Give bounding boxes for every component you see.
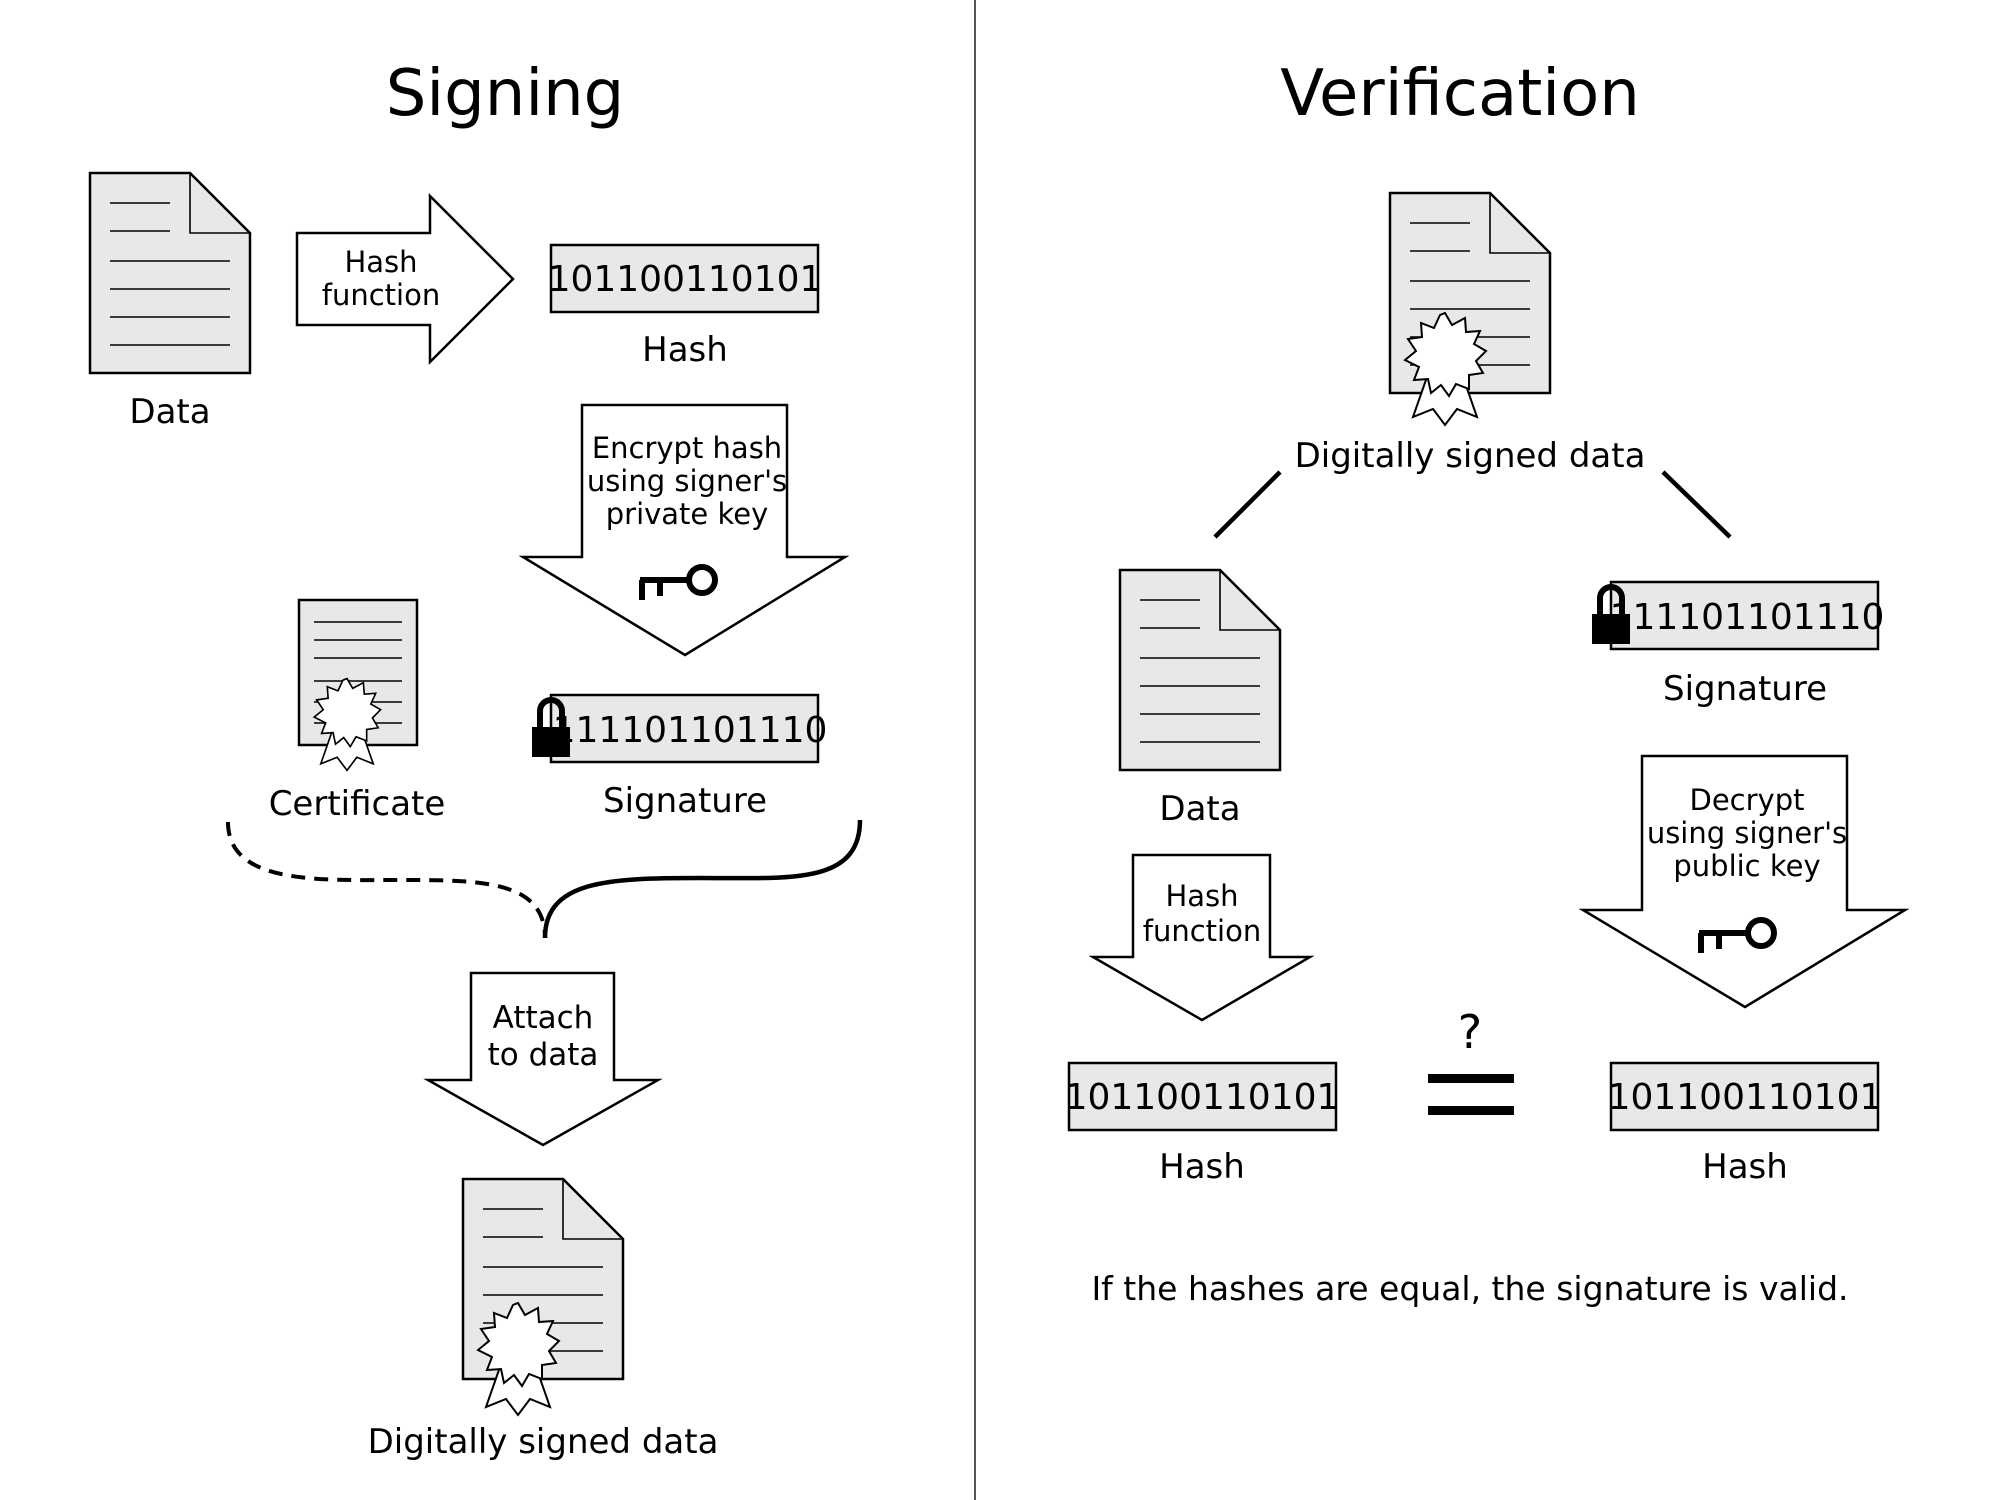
verification-title: Verification <box>1280 57 1640 131</box>
equals-sign-top-bar <box>1428 1074 1514 1083</box>
signature-label: Signature <box>603 781 767 821</box>
verification-hash-function-arrow: Hash function <box>1088 853 1315 1022</box>
verification-signature-label: Signature <box>1663 669 1827 709</box>
certificate-label: Certificate <box>269 784 446 824</box>
decrypted-hash-value: 101100110101 <box>1608 1077 1883 1118</box>
signed-data-document-icon <box>461 1177 625 1416</box>
verification-hash-arrow-line-1: Hash <box>1165 879 1238 913</box>
attach-arrow-line-1: Attach <box>493 1000 594 1036</box>
computed-hash-value: 101100110101 <box>1065 1077 1340 1118</box>
verification-signed-document-icon <box>1388 191 1552 426</box>
decrypt-arrow-line-1: Decrypt <box>1690 783 1805 817</box>
signing-section: Signing Data Hash function 101100110101 … <box>88 57 863 1462</box>
verification-hash-arrow-line-2: function <box>1143 914 1261 948</box>
equals-sign-bottom-bar <box>1428 1106 1514 1115</box>
verification-signed-data-label: Digitally signed data <box>1295 436 1646 476</box>
computed-hash-box: 101100110101 <box>1065 1061 1340 1132</box>
signed-data-label: Digitally signed data <box>368 1422 719 1462</box>
question-mark: ? <box>1458 1005 1482 1059</box>
decrypted-hash-box: 101100110101 <box>1608 1061 1883 1132</box>
signature-solid-brace <box>542 819 863 939</box>
encrypt-arrow-line-2: using signer's <box>587 464 787 498</box>
data-label: Data <box>129 392 210 432</box>
hash-label: Hash <box>642 330 728 370</box>
decrypted-hash-label: Hash <box>1702 1147 1788 1187</box>
decrypt-arrow-line-3: public key <box>1673 849 1820 883</box>
signing-title: Signing <box>386 57 625 131</box>
split-line-right <box>1661 470 1732 539</box>
decrypt-signature-arrow: Decrypt using signer's public key <box>1578 754 1910 1009</box>
signature-box: 111101101110 <box>532 693 828 764</box>
verification-data-document-icon <box>1118 568 1282 772</box>
encrypt-arrow-line-3: private key <box>606 497 769 531</box>
encrypt-arrow-line-1: Encrypt hash <box>592 431 782 465</box>
data-document-icon <box>88 171 252 375</box>
computed-hash-label: Hash <box>1159 1147 1245 1187</box>
split-line-left <box>1213 470 1282 539</box>
attach-to-data-arrow: Attach to data <box>423 971 663 1147</box>
attach-arrow-line-2: to data <box>488 1037 599 1073</box>
hash-value: 101100110101 <box>548 259 823 300</box>
verification-signature-value: 111101101110 <box>1610 597 1885 638</box>
signature-value: 111101101110 <box>553 710 828 751</box>
decrypt-arrow-line-2: using signer's <box>1647 816 1847 850</box>
verification-section: Verification Digitally signed data Data … <box>1065 57 1910 1308</box>
verification-signature-box: 111101101110 <box>1592 580 1885 651</box>
validity-note: If the hashes are equal, the signature i… <box>1091 1269 1848 1308</box>
hash-box: 101100110101 <box>548 243 823 314</box>
certificate-icon <box>297 598 419 772</box>
encrypt-hash-arrow: Encrypt hash using signer's private key <box>518 403 850 657</box>
certificate-dashed-brace <box>226 821 547 939</box>
hash-function-arrow: Hash function <box>295 192 515 366</box>
hash-function-arrow-line-2: function <box>322 278 440 312</box>
verification-data-label: Data <box>1159 789 1240 829</box>
hash-function-arrow-line-1: Hash <box>344 245 417 279</box>
